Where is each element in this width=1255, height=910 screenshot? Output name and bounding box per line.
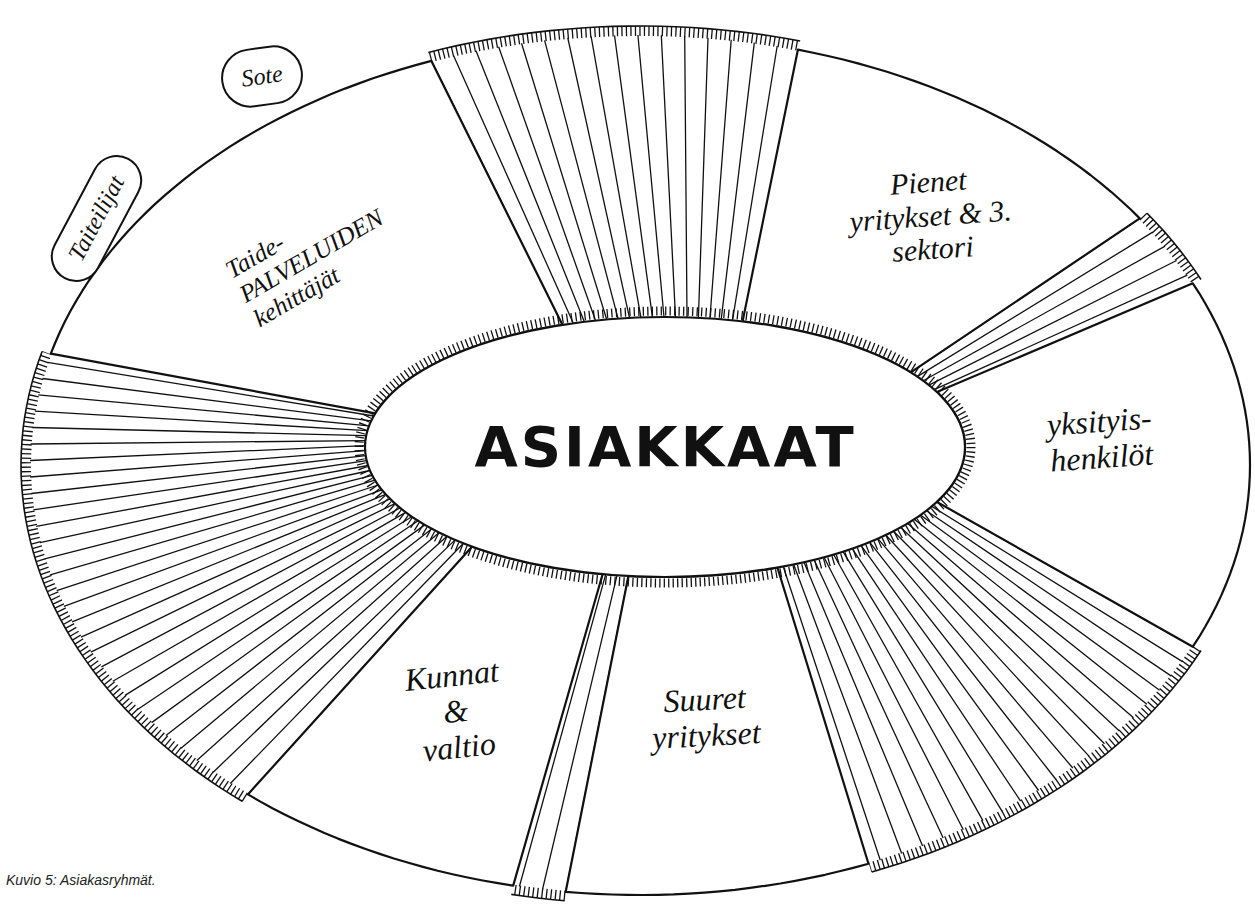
- ring-segment: [566, 568, 869, 896]
- ring-segment-node: yksityis- henkilöt: [1011, 394, 1189, 486]
- center-oval: ASIAKKAAT: [470, 412, 861, 483]
- ring-segment-node: Pienet yritykset & 3. sektori: [835, 155, 1025, 276]
- group-label: yksityis- henkilöt: [1016, 398, 1186, 481]
- hatched-rim: [359, 311, 971, 583]
- rim-line: [872, 651, 1201, 873]
- ring-segment-node: Kunnat & valtio: [393, 648, 518, 775]
- rim-line: [21, 351, 242, 801]
- group-label: Kunnat & valtio: [398, 653, 514, 771]
- group-label: Pienet yritykset & 3. sektori: [840, 159, 1022, 272]
- rim-line: [1147, 213, 1201, 279]
- rim-line: [511, 894, 564, 900]
- rim-line: [428, 26, 800, 53]
- ring-segment: [743, 50, 1140, 373]
- hatched-rim: [870, 648, 1197, 867]
- group-label: Sote: [240, 60, 285, 92]
- group-label: Suuret yritykset: [621, 678, 790, 758]
- hatched-rim: [26, 353, 245, 798]
- hatched-rim: [430, 31, 799, 57]
- ring-segment-node: Suuret yritykset: [617, 674, 794, 763]
- center-oval-outline: [365, 317, 965, 577]
- hatched-rim: [1143, 216, 1197, 282]
- ring-segment: [937, 283, 1250, 646]
- hatched-rim: [512, 890, 565, 896]
- center-label: ASIAKKAAT: [474, 416, 856, 479]
- tab-bubble: Sote: [217, 42, 306, 112]
- figure-caption: Kuvio 5: Asiakasryhmät.: [6, 872, 156, 888]
- ring-segment: [248, 547, 603, 886]
